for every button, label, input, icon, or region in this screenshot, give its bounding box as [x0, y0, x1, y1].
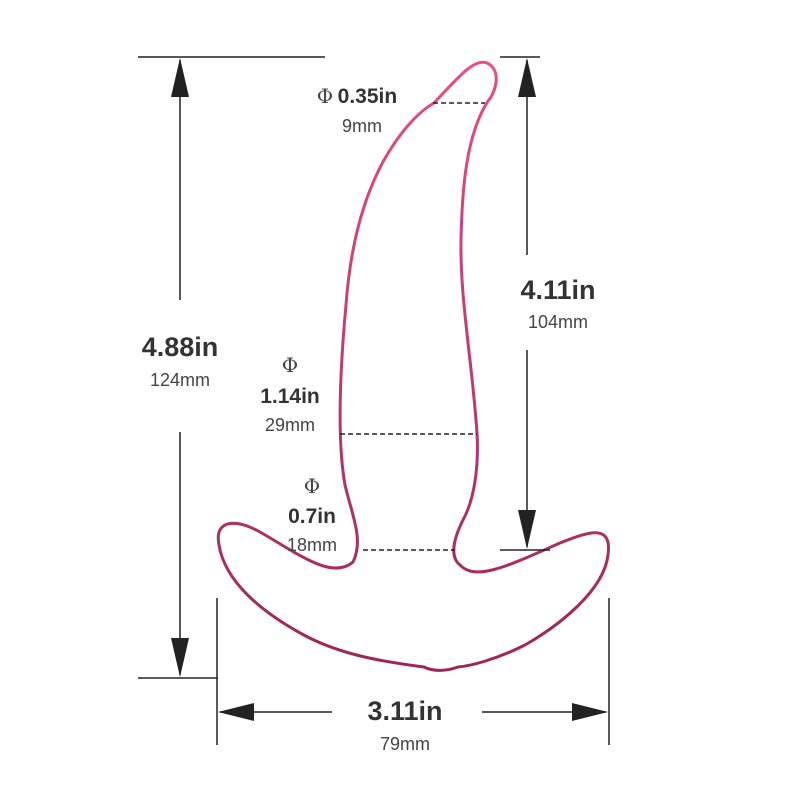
- total-height-inch-label: 4.88in: [141, 332, 219, 362]
- max-diameter-mm-label: 29mm: [264, 415, 315, 435]
- base-width-inch-label: 3.11in: [367, 696, 443, 726]
- neck-diameter-symbol: Φ: [303, 474, 321, 498]
- tip-diameter-mm-label: 9mm: [342, 116, 382, 136]
- insertable-length-inch-label: 4.11in: [520, 275, 596, 305]
- neck-diameter-mm-label: 18mm: [286, 535, 337, 555]
- arrowhead-down: [518, 510, 536, 549]
- arrowhead-up: [518, 58, 536, 97]
- neck-diameter-inch-label: 0.7in: [288, 505, 336, 528]
- base-width-mm-label: 79mm: [379, 734, 430, 754]
- tip-diameter-inch: 0.35in: [337, 85, 398, 108]
- base-width-dimension: [216, 598, 610, 745]
- product-outline: [216, 60, 610, 672]
- insertable-length-dimension: [500, 56, 550, 551]
- total-height-dimension: [138, 56, 325, 679]
- diameter-symbol: Φ: [316, 84, 334, 108]
- tip-diameter-label: Φ 0.35in: [292, 86, 422, 107]
- arrowhead-up: [171, 58, 189, 97]
- insertable-length-mm-label: 104mm: [527, 312, 589, 332]
- max-diameter-inch-label: 1.14in: [260, 385, 320, 408]
- max-diameter-symbol: Φ: [281, 353, 299, 377]
- arrowhead-down: [171, 638, 189, 677]
- arrowhead-left: [218, 703, 254, 721]
- total-height-mm-label: 124mm: [149, 370, 211, 390]
- arrowhead-right: [572, 703, 608, 721]
